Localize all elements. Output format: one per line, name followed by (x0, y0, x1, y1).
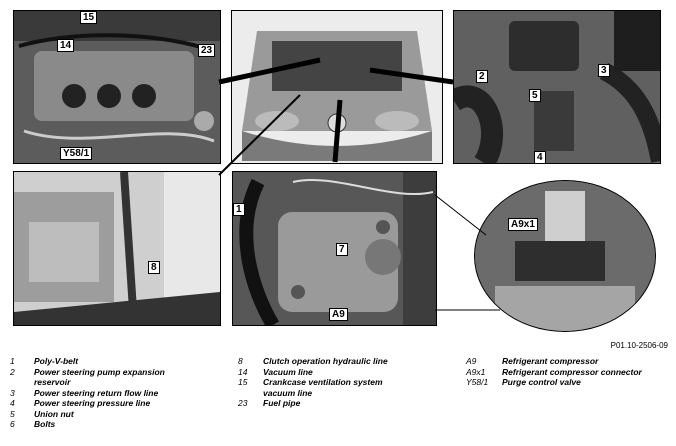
legend-row: A9 Refrigerant compressor (466, 356, 671, 367)
callout-7: 7 (336, 243, 348, 256)
callout-2: 2 (476, 70, 488, 83)
legend-text: Clutch operation hydraulic line (263, 356, 388, 366)
compressor-illustration (233, 172, 436, 325)
legend-number: A9x1 (466, 366, 486, 377)
clutch-line-illustration (14, 172, 220, 325)
callout-a9x1: A9x1 (508, 218, 538, 231)
figure-reference: P01.10-2506-09 (610, 341, 668, 350)
photo-car-front (231, 10, 443, 164)
legend-column-2: 8 Clutch operation hydraulic line 14 Vacuu… (238, 356, 438, 409)
legend-number: 1 (10, 356, 15, 366)
callout-14: 14 (57, 39, 75, 52)
legend-row: A9x1 Refrigerant compressor connector (466, 367, 671, 378)
legend-number: 23 (238, 398, 248, 408)
engine-top-illustration (14, 11, 220, 163)
legend-row: 5 Union nut (10, 409, 225, 420)
legend-number: 3 (10, 387, 15, 398)
legend-column-3: A9 Refrigerant compressor A9x1 Refrigerant… (466, 356, 671, 388)
callout-4: 4 (534, 151, 546, 164)
car-front-illustration (232, 11, 442, 163)
legend-row: 4 Power steering pressure line (10, 398, 225, 409)
legend-text: Fuel pipe (263, 398, 301, 408)
legend-text: Crankcase ventilation system vacuum line (263, 377, 383, 398)
legend-number: Y58/1 (466, 377, 489, 387)
legend-number: 2 (10, 366, 15, 377)
legend-column-1: 1 Poly-V-belt 2 Power steering pump expans… (10, 356, 225, 430)
photo-clutch-line (13, 171, 221, 326)
photo-compressor (232, 171, 437, 326)
legend-number: 4 (10, 398, 15, 408)
legend-text: Bolts (34, 419, 56, 429)
legend-number: 5 (10, 408, 15, 419)
callout-23: 23 (198, 44, 216, 57)
photo-power-steering (453, 10, 661, 164)
legend-number: 15 (238, 377, 248, 387)
callout-y58-1: Y58/1 (60, 147, 93, 160)
callout-a9: A9 (329, 308, 348, 321)
photo-engine-top-left (13, 10, 221, 164)
legend-text: Refrigerant compressor connector (502, 366, 642, 377)
legend-row: 1 Poly-V-belt (10, 356, 225, 367)
callout-1: 1 (233, 203, 245, 216)
legend-row: 2 Power steering pump expansion reservoir (10, 367, 225, 388)
callout-8: 8 (148, 261, 160, 274)
legend-row: 15 Crankcase ventilation system vacuum li… (238, 377, 438, 398)
callout-3: 3 (598, 64, 610, 77)
legend-text: Poly-V-belt (34, 356, 79, 366)
legend-text: Power steering pressure line (34, 398, 151, 408)
legend-number: 8 (238, 356, 243, 366)
legend-text: Purge control valve (502, 377, 581, 387)
legend-text: Refrigerant compressor (502, 356, 599, 366)
callout-5: 5 (529, 89, 541, 102)
legend-row: 3 Power steering return flow line (10, 388, 225, 399)
callout-15: 15 (80, 11, 98, 24)
legend-number: A9 (466, 356, 477, 366)
legend-text: Power steering pump expansion reservoir (34, 366, 165, 388)
legend-row: 8 Clutch operation hydraulic line (238, 356, 438, 367)
legend-text: Union nut (34, 408, 74, 419)
legend-number: 6 (10, 419, 15, 429)
power-steering-illustration (454, 11, 660, 163)
legend-number: 14 (238, 366, 248, 377)
legend-row: 6 Bolts (10, 419, 225, 430)
legend-text: Vacuum line (263, 366, 313, 377)
connector-illustration (475, 181, 655, 331)
legend-row: 14 Vacuum line (238, 367, 438, 378)
legend-text: Power steering return flow line (34, 387, 159, 398)
legend-row: Y58/1 Purge control valve (466, 377, 671, 388)
legend-row: 23 Fuel pipe (238, 398, 438, 409)
photo-connector-zoom (474, 180, 656, 332)
